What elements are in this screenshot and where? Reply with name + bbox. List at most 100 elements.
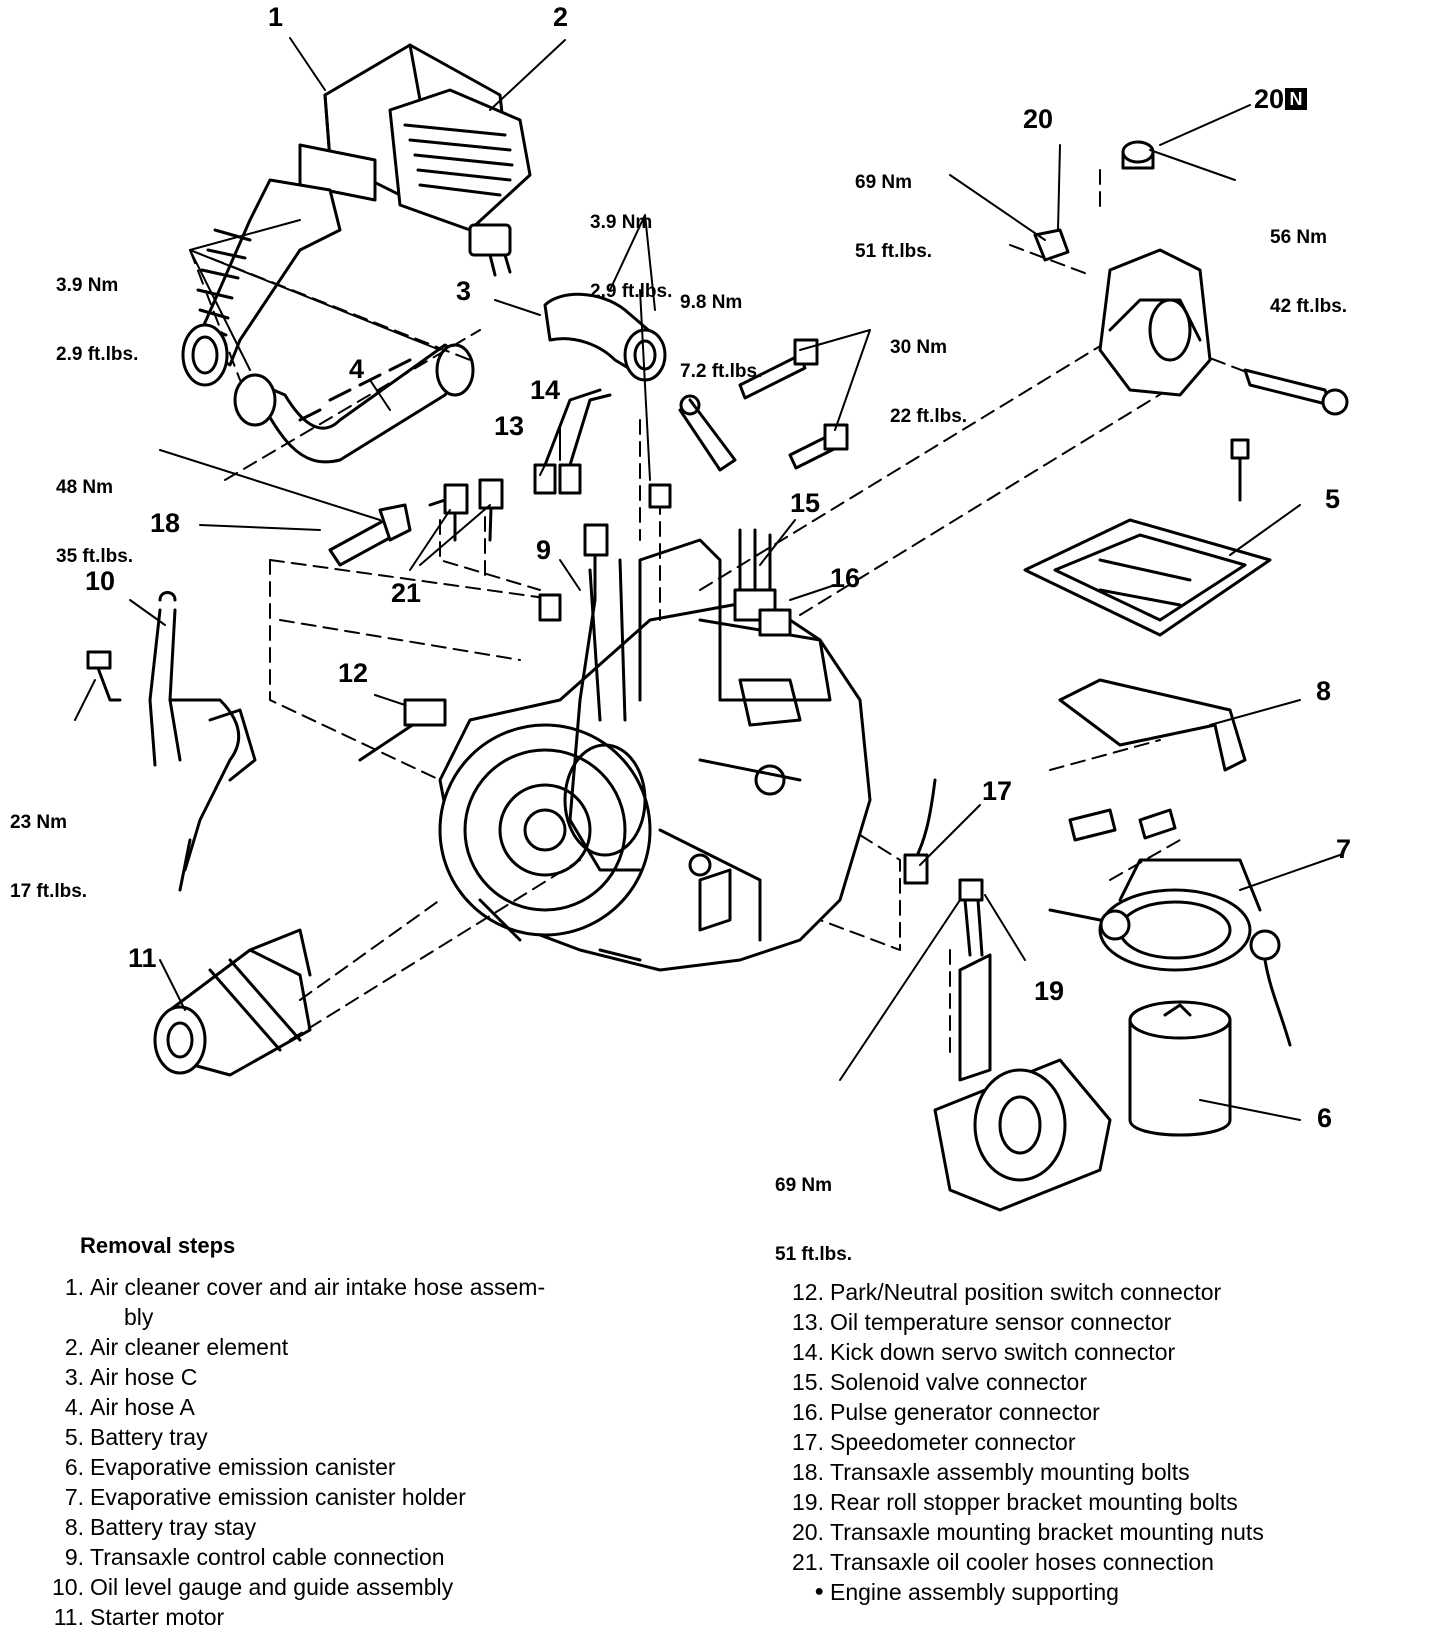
- canister-holder: [1048, 808, 1292, 1047]
- torque-9-8: 9.8 Nm 7.2 ft.lbs.: [680, 245, 762, 429]
- callout-7: 7: [1336, 834, 1352, 864]
- legend-item-text: Air cleaner element: [90, 1334, 289, 1360]
- legend-item-text: Transaxle control cable connection: [90, 1544, 445, 1570]
- legend-item-text: Rear roll stopper bracket mounting bolts: [830, 1489, 1238, 1515]
- legend-item-text: Engine assembly supporting: [830, 1579, 1119, 1605]
- legend-item: 7.Evaporative emission canister holder: [50, 1482, 690, 1512]
- callout-20-n-number: 20: [1254, 84, 1285, 114]
- legend-title: Removal steps: [80, 1233, 236, 1258]
- torque-air-intake: 3.9 Nm 2.9 ft.lbs.: [56, 228, 138, 412]
- legend-left-column: 1.Air cleaner cover and air intake hose …: [50, 1272, 690, 1632]
- starter-motor: [153, 859, 581, 1077]
- legend-item-number: 5.: [64, 1424, 84, 1450]
- legend-item-text: Air cleaner cover and air intake hose as…: [90, 1274, 546, 1300]
- legend-item-number: 13.: [792, 1309, 824, 1335]
- torque-value-ftlbs: 2.9 ft.lbs.: [590, 281, 673, 302]
- legend-item-text: Solenoid valve connector: [830, 1369, 1087, 1395]
- legend-item-number: 19.: [792, 1489, 824, 1515]
- legend-item: 15.Solenoid valve connector: [790, 1367, 1430, 1397]
- callout-1: 1: [268, 2, 284, 32]
- callout-9: 9: [536, 535, 552, 565]
- legend-item: 2.Air cleaner element: [50, 1332, 690, 1362]
- callout-11: 11: [128, 943, 157, 973]
- callout-15: 15: [790, 488, 821, 518]
- legend-item-number: 6.: [64, 1454, 84, 1480]
- callout-20: 20: [1023, 104, 1054, 134]
- legend-item-number: 9.: [64, 1544, 84, 1570]
- legend-item-text: Battery tray: [90, 1424, 208, 1450]
- callout-14: 14: [530, 375, 561, 405]
- torque-value-nm: 56 Nm: [1270, 227, 1328, 248]
- torque-value-nm: 3.9 Nm: [56, 275, 119, 296]
- legend-item-number: 12.: [792, 1279, 824, 1305]
- torque-value-ftlbs: 2.9 ft.lbs.: [56, 344, 139, 365]
- legend-item-number: 16.: [792, 1399, 824, 1425]
- oil-level-gauge: [86, 591, 257, 892]
- torque-value-nm: 69 Nm: [775, 1175, 833, 1196]
- callout-21: 21: [391, 578, 422, 608]
- torque-value-ftlbs: 51 ft.lbs.: [775, 1244, 853, 1265]
- diagram-drawing: [74, 37, 1349, 1212]
- callout-6: 6: [1317, 1103, 1333, 1133]
- legend-item: 19.Rear roll stopper bracket mounting bo…: [790, 1487, 1430, 1517]
- callout-4: 4: [349, 354, 365, 384]
- legend-item-number: 10.: [52, 1574, 84, 1600]
- callout-5: 5: [1325, 484, 1341, 514]
- legend-item-number: 2.: [64, 1334, 84, 1360]
- leader-lines: [74, 37, 1341, 1121]
- torque-value-ftlbs: 35 ft.lbs.: [56, 546, 134, 567]
- legend-item: 9.Transaxle control cable connection: [50, 1542, 690, 1572]
- legend-right-column: 12.Park/Neutral position switch connecto…: [790, 1277, 1430, 1607]
- legend-item-number: 4.: [64, 1394, 84, 1420]
- legend-item-text: Oil temperature sensor connector: [830, 1309, 1172, 1335]
- legend-item: 16.Pulse generator connector: [790, 1397, 1430, 1427]
- bolts-30nm: [648, 338, 849, 509]
- legend-item-text: Park/Neutral position switch connector: [830, 1279, 1222, 1305]
- legend-item-text: Evaporative emission canister holder: [90, 1484, 466, 1510]
- legend-item-text: Pulse generator connector: [830, 1399, 1100, 1425]
- torque-value-nm: 69 Nm: [855, 172, 913, 193]
- legend-item: 3.Air hose C: [50, 1362, 690, 1392]
- callout-3: 3: [456, 276, 472, 306]
- legend-item: 1.Air cleaner cover and air intake hose …: [50, 1272, 690, 1332]
- legend-item: 20.Transaxle mounting bracket mounting n…: [790, 1517, 1430, 1547]
- legend-item: ● Engine assembly supporting: [790, 1577, 1430, 1607]
- legend-bullet-icon: ●: [814, 1583, 824, 1600]
- torque-69-top: 69 Nm 51 ft.lbs.: [855, 125, 932, 309]
- legend-item-number: 1.: [64, 1274, 84, 1300]
- legend-item-text: Oil level gauge and guide assembly: [90, 1574, 454, 1600]
- callout-13: 13: [494, 411, 525, 441]
- canister: [1128, 1000, 1232, 1137]
- legend-item-text: Starter motor: [90, 1604, 225, 1630]
- air-intake-hose: [181, 178, 342, 387]
- callout-8: 8: [1316, 676, 1332, 706]
- legend-item-text: Transaxle oil cooler hoses connection: [830, 1549, 1214, 1575]
- mounting-bolt-18: [328, 503, 412, 567]
- torque-value-ftlbs: 22 ft.lbs.: [890, 406, 968, 427]
- legend-item-number: 14.: [792, 1339, 824, 1365]
- legend-item-number: 11.: [53, 1604, 84, 1630]
- solenoid-connectors: [733, 528, 792, 637]
- torque-value-nm: 3.9 Nm: [590, 212, 653, 233]
- legend-item-text: Speedometer connector: [830, 1429, 1076, 1455]
- torque-value-ftlbs: 17 ft.lbs.: [10, 881, 88, 902]
- torque-56: 56 Nm 42 ft.lbs.: [1270, 180, 1347, 364]
- air-hose-c: [543, 292, 667, 382]
- legend-item-text: Air hose A: [90, 1394, 195, 1420]
- legend-item-number: 20.: [792, 1519, 824, 1545]
- legend-item-number: 7.: [64, 1484, 84, 1510]
- sensor-connector: [468, 223, 512, 277]
- legend-item-text: Battery tray stay: [90, 1514, 257, 1540]
- legend-item: 14.Kick down servo switch connector: [790, 1337, 1430, 1367]
- exploded-diagram: 1 2 3 4 5 6 7 8 9 10 11 12 13 14 15 16 1…: [10, 2, 1352, 1266]
- torque-value-ftlbs: 42 ft.lbs.: [1270, 296, 1348, 317]
- roll-stopper-bracket: [933, 878, 1112, 1212]
- legend-item: 17.Speedometer connector: [790, 1427, 1430, 1457]
- legend-item-text: Transaxle assembly mounting bolts: [830, 1459, 1190, 1485]
- legend-item: 18.Transaxle assembly mounting bolts: [790, 1457, 1430, 1487]
- legend-item-number: 17.: [792, 1429, 824, 1455]
- callout-12: 12: [338, 658, 369, 688]
- callout-2: 2: [553, 2, 569, 32]
- legend-item: 11.Starter motor: [50, 1602, 690, 1632]
